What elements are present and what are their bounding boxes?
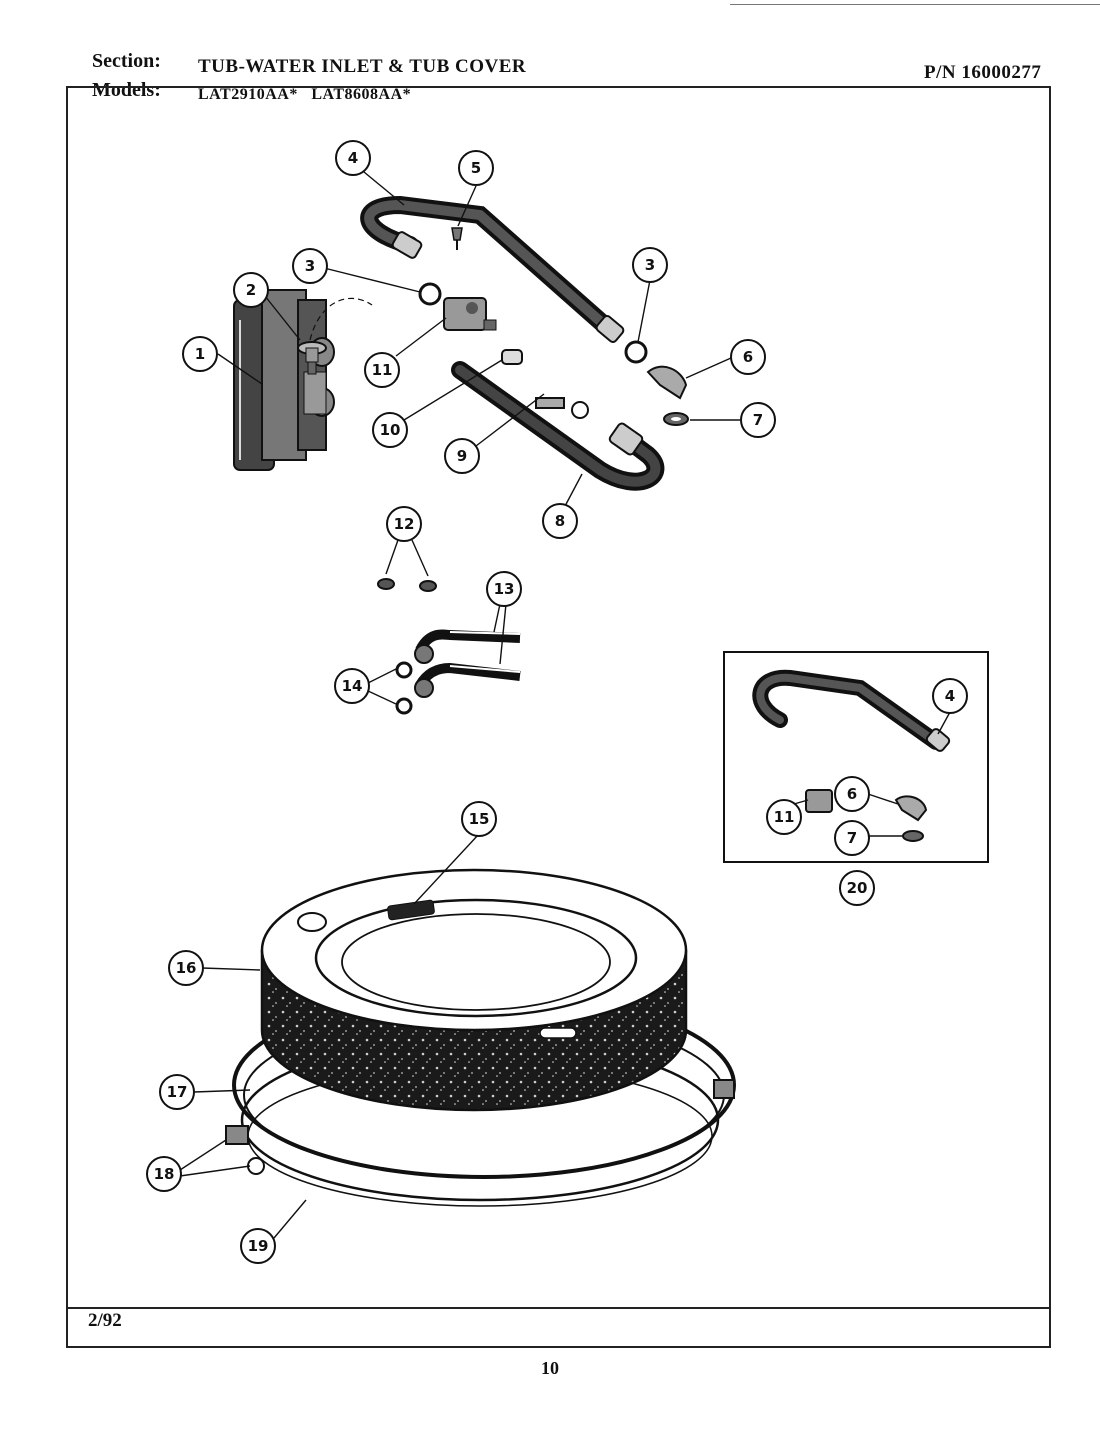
section-title: TUB-WATER INLET & TUB COVER xyxy=(198,56,527,77)
washer-7 xyxy=(663,412,689,426)
callout-3-right: 3 xyxy=(632,247,668,283)
svg-text:6: 6 xyxy=(743,348,753,366)
section-label: Section: xyxy=(92,50,161,72)
label-15 xyxy=(387,899,435,921)
svg-text:7: 7 xyxy=(753,411,763,429)
svg-text:20: 20 xyxy=(847,879,868,897)
page-number: 10 xyxy=(541,1358,559,1378)
callout-4-kit: 4 xyxy=(932,678,968,714)
svg-text:3: 3 xyxy=(645,256,655,274)
bracket-11 xyxy=(443,297,497,331)
svg-text:7: 7 xyxy=(847,829,857,847)
svg-text:19: 19 xyxy=(248,1237,269,1255)
callout-7: 7 xyxy=(740,402,776,438)
callout-2: 2 xyxy=(233,272,269,308)
svg-text:14: 14 xyxy=(342,677,363,695)
callout-12: 12 xyxy=(386,506,422,542)
callout-4: 4 xyxy=(335,140,371,176)
svg-text:13: 13 xyxy=(494,580,515,598)
plugs-12 xyxy=(377,578,437,592)
callout-7-kit: 7 xyxy=(834,820,870,856)
callout-6: 6 xyxy=(730,339,766,375)
kit-20-hose xyxy=(752,669,951,752)
callout-11-kit: 11 xyxy=(766,799,802,835)
svg-text:2: 2 xyxy=(246,281,256,299)
svg-text:11: 11 xyxy=(372,361,393,379)
callout-17: 17 xyxy=(159,1074,195,1110)
svg-text:16: 16 xyxy=(176,959,197,977)
hose-8 xyxy=(451,361,665,491)
leader-lines xyxy=(179,171,951,1239)
clamp-3-right xyxy=(624,340,648,364)
callout-16: 16 xyxy=(168,950,204,986)
svg-text:5: 5 xyxy=(471,159,481,177)
revision-date: 2/92 xyxy=(88,1310,122,1331)
svg-text:4: 4 xyxy=(945,687,955,705)
callout-8: 8 xyxy=(542,503,578,539)
clamp-3-left xyxy=(418,282,442,306)
diagram-frame xyxy=(66,86,1051,1348)
hose-4 xyxy=(360,195,625,343)
callout-5: 5 xyxy=(458,150,494,186)
callout-14: 14 xyxy=(334,668,370,704)
svg-text:18: 18 xyxy=(154,1165,175,1183)
footer-rule xyxy=(66,1307,1051,1309)
callout-9: 9 xyxy=(444,438,480,474)
svg-text:6: 6 xyxy=(847,785,857,803)
callout-11: 11 xyxy=(364,352,400,388)
part-number: P/N 16000277 xyxy=(924,62,1042,83)
callout-13: 13 xyxy=(486,571,522,607)
callout-19: 19 xyxy=(240,1228,276,1264)
svg-text:12: 12 xyxy=(394,515,415,533)
callout-6-kit: 6 xyxy=(834,776,870,812)
callout-20: 20 xyxy=(839,870,875,906)
fitting-10 xyxy=(501,349,523,365)
screw-5 xyxy=(451,227,463,250)
svg-text:3: 3 xyxy=(305,257,315,275)
kit-20-elbow xyxy=(894,795,928,822)
models-list: LAT2910AA* LAT8608AA* xyxy=(198,86,412,103)
callout-10: 10 xyxy=(372,412,408,448)
tub-cover-16 xyxy=(260,868,688,1112)
callout-15: 15 xyxy=(461,801,497,837)
svg-text:17: 17 xyxy=(167,1083,188,1101)
kit-20-washer xyxy=(902,830,924,842)
svg-text:1: 1 xyxy=(195,345,205,363)
svg-text:10: 10 xyxy=(380,421,401,439)
clamps-18 xyxy=(225,1079,735,1175)
fitting-9 xyxy=(535,397,589,419)
water-valve-assembly xyxy=(233,289,335,471)
kit-20-bracket xyxy=(805,789,833,813)
callout-3-left: 3 xyxy=(292,248,328,284)
svg-text:8: 8 xyxy=(555,512,565,530)
hose-ends-13 xyxy=(415,629,521,688)
callout-1: 1 xyxy=(182,336,218,372)
elbow-6 xyxy=(646,365,688,400)
models-label: Models: xyxy=(92,79,161,101)
top-rule xyxy=(730,4,1100,5)
svg-text:9: 9 xyxy=(457,447,467,465)
svg-text:15: 15 xyxy=(469,810,490,828)
callout-18: 18 xyxy=(146,1156,182,1192)
nozzle-2 xyxy=(297,341,327,363)
svg-text:4: 4 xyxy=(348,149,358,167)
washers-14 xyxy=(395,644,434,715)
svg-text:11: 11 xyxy=(774,808,795,826)
